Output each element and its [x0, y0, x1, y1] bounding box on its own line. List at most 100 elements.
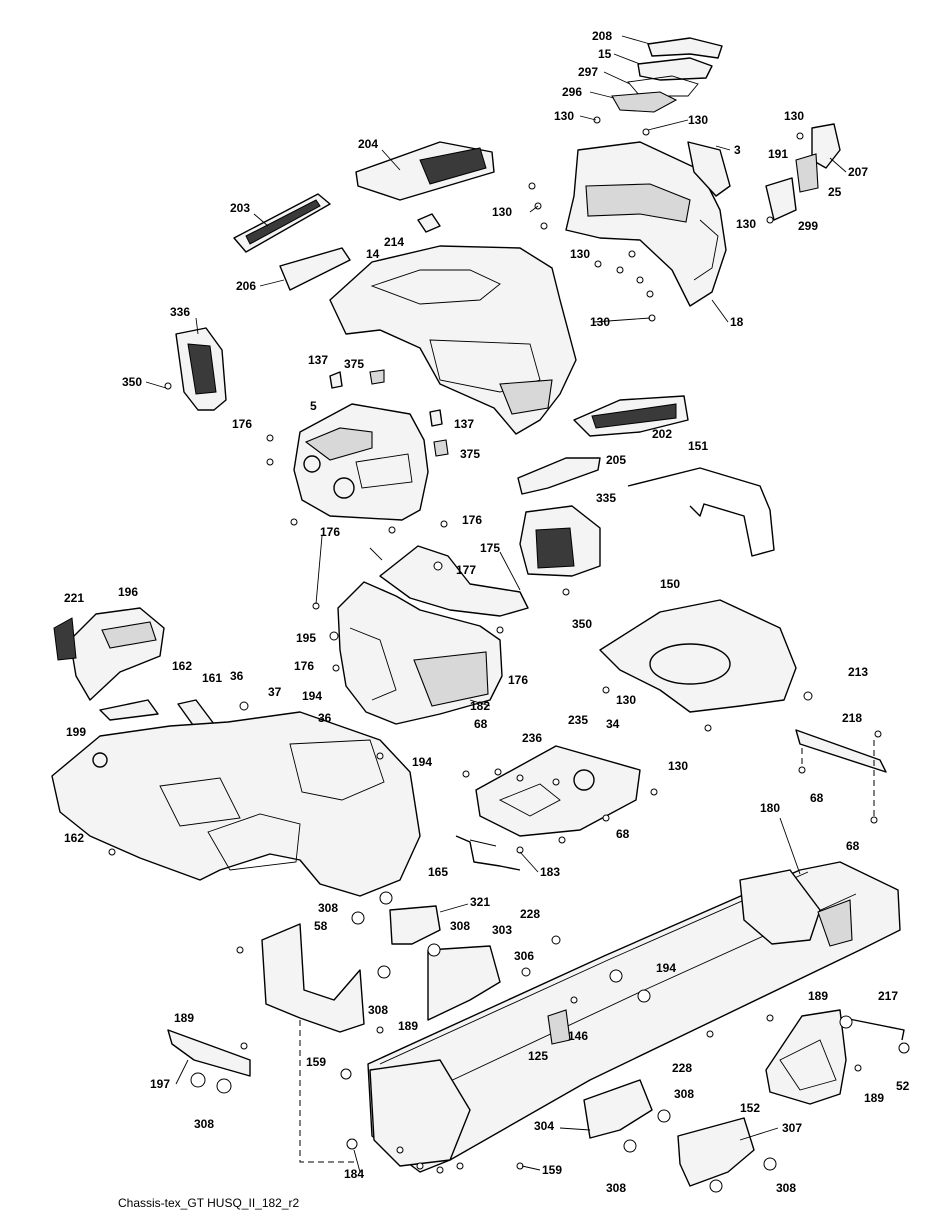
callout-183: 183	[540, 865, 560, 879]
part-214-clip	[417, 213, 441, 233]
fender-37	[51, 711, 421, 897]
part-125-clip	[547, 1009, 571, 1045]
callout-125: 125	[528, 1049, 548, 1063]
part-58-bracket	[261, 923, 365, 1033]
callout-14: 14	[366, 247, 380, 261]
part-175-bracket	[379, 545, 529, 617]
part-205-trim	[517, 457, 601, 495]
callout-177: 177	[456, 563, 476, 577]
callout-213: 213	[848, 665, 868, 679]
callout-150: 150	[660, 577, 680, 591]
dashboard-5	[266, 369, 449, 534]
callout-194: 194	[412, 755, 432, 769]
callout-175: 175	[480, 541, 500, 555]
callout-130: 130	[570, 247, 590, 261]
callout-191: 191	[768, 147, 788, 161]
part-25-lens	[795, 153, 819, 193]
callout-375: 375	[344, 357, 364, 371]
callout-304: 304	[534, 1119, 554, 1133]
callout-37: 37	[268, 685, 282, 699]
callout-68: 68	[616, 827, 630, 841]
callout-176: 176	[232, 417, 252, 431]
callout-207: 207	[848, 165, 868, 179]
part-296-bracket	[611, 91, 678, 113]
callout-130: 130	[616, 693, 636, 707]
callout-130: 130	[492, 205, 512, 219]
callout-130: 130	[554, 109, 574, 123]
callout-58: 58	[314, 919, 328, 933]
callout-217: 217	[878, 989, 898, 1003]
callout-208: 208	[592, 29, 612, 43]
callout-68: 68	[846, 839, 860, 853]
front-grille-housing	[528, 141, 731, 322]
part-304-bracket	[583, 1079, 653, 1139]
callout-5: 5	[310, 399, 317, 413]
callout-36: 36	[318, 711, 332, 725]
callout-299: 299	[798, 219, 818, 233]
callout-308: 308	[368, 1003, 388, 1017]
part-151-bracket	[627, 467, 775, 557]
mount-plate-34	[455, 745, 658, 871]
callout-196: 196	[118, 585, 138, 599]
callout-162: 162	[64, 831, 84, 845]
callout-236: 236	[522, 731, 542, 745]
callout-labels: 208 15 297 296 130 130 130 3 191 207 25 …	[64, 29, 910, 1195]
callout-296: 296	[562, 85, 582, 99]
callout-176: 176	[294, 659, 314, 673]
part-15-badge	[637, 57, 713, 81]
callout-34: 34	[606, 717, 620, 731]
callout-308: 308	[194, 1117, 214, 1131]
part-321-shield	[389, 905, 441, 945]
lower-left-brackets	[167, 891, 501, 1163]
callout-184: 184	[344, 1167, 364, 1181]
callout-189: 189	[864, 1091, 884, 1105]
callout-165: 165	[428, 865, 448, 879]
callout-308: 308	[450, 919, 470, 933]
diagram-caption: Chassis-tex_GT HUSQ_II_182_r2	[118, 1196, 300, 1210]
callout-308: 308	[606, 1181, 626, 1195]
callout-375: 375	[460, 447, 480, 461]
screw-130-b	[642, 128, 650, 136]
part-307-shield	[677, 1117, 755, 1187]
frame-hardware	[340, 935, 714, 1080]
callout-176: 176	[462, 513, 482, 527]
part-375-clip-a	[369, 369, 385, 385]
callout-199: 199	[66, 725, 86, 739]
callout-180: 180	[760, 801, 780, 815]
callout-130: 130	[736, 217, 756, 231]
callout-68: 68	[474, 717, 488, 731]
callout-350: 350	[122, 375, 142, 389]
part-221-pad	[53, 617, 77, 661]
callout-130: 130	[668, 759, 688, 773]
callout-3: 3	[734, 143, 741, 157]
callout-350: 350	[572, 617, 592, 631]
part-3-lens	[687, 141, 731, 197]
callout-137: 137	[308, 353, 328, 367]
part-137-clip-b	[429, 409, 443, 427]
callout-130: 130	[784, 109, 804, 123]
part-217-rod	[843, 1017, 905, 1041]
callout-214: 214	[384, 235, 404, 249]
callout-297: 297	[578, 65, 598, 79]
hood-group	[233, 141, 577, 435]
steering-tower-group	[312, 545, 529, 725]
headlight-parts	[765, 123, 841, 224]
callout-130: 130	[688, 113, 708, 127]
callout-221: 221	[64, 591, 84, 605]
callout-194: 194	[302, 689, 322, 703]
callout-197: 197	[150, 1077, 170, 1091]
part-299-bracket	[765, 177, 797, 221]
callout-36: 36	[230, 669, 244, 683]
callout-189: 189	[398, 1019, 418, 1033]
callout-321: 321	[470, 895, 490, 909]
callout-306: 306	[514, 949, 534, 963]
callout-335: 335	[596, 491, 616, 505]
callout-25: 25	[828, 185, 842, 199]
part-152-bracket	[765, 1009, 847, 1105]
callout-308: 308	[674, 1087, 694, 1101]
callout-228: 228	[520, 907, 540, 921]
part-218-plate	[795, 729, 887, 773]
callout-162: 162	[172, 659, 192, 673]
callout-204: 204	[358, 137, 378, 151]
callout-52: 52	[896, 1079, 910, 1093]
